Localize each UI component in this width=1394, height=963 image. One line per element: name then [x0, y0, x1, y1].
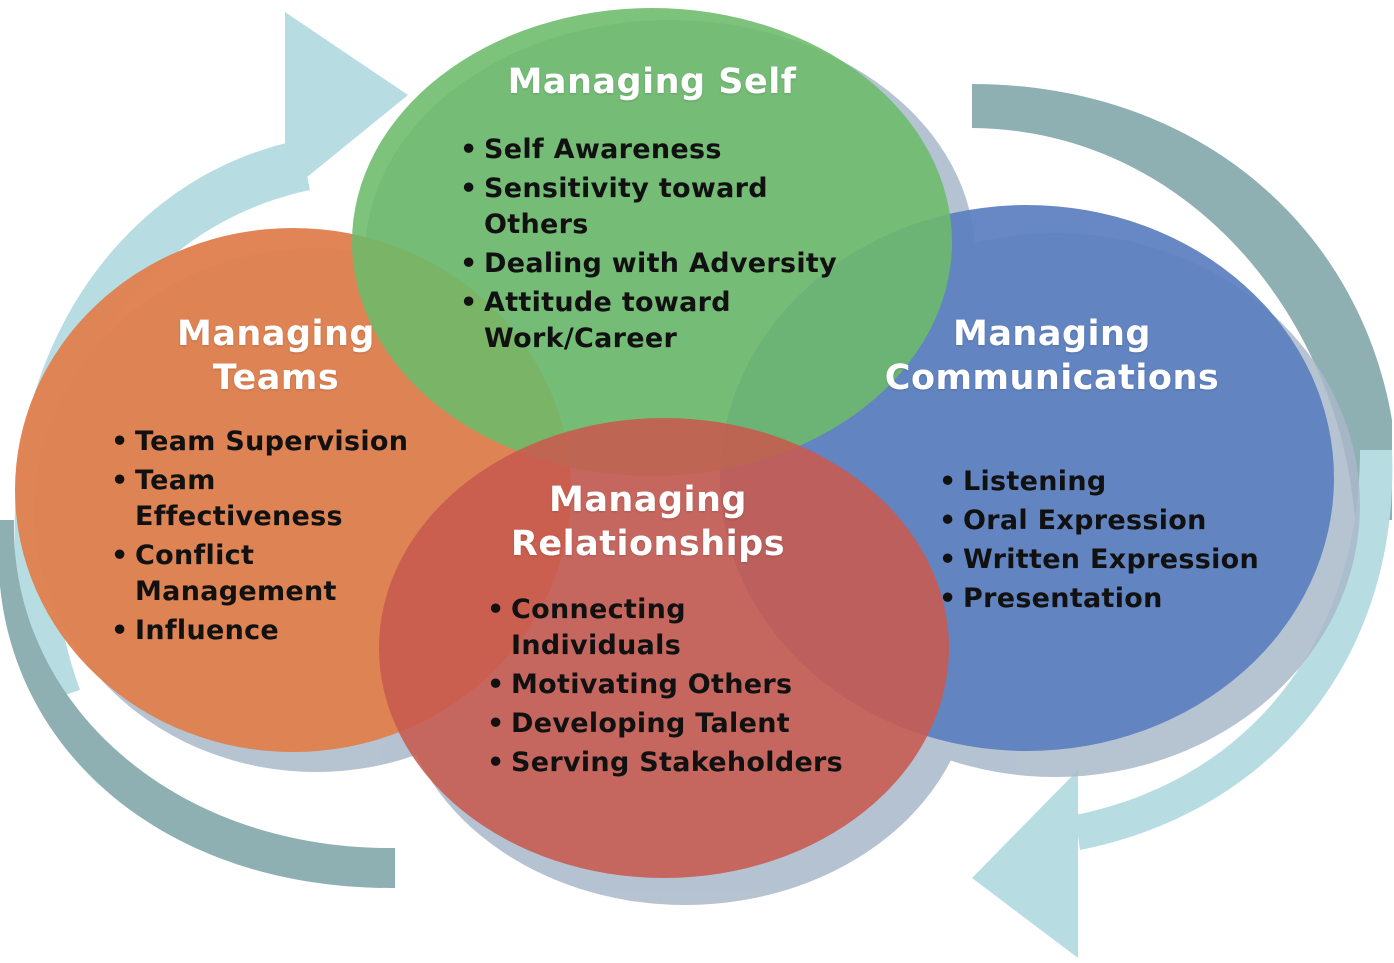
arrow-top-left-head: [285, 12, 408, 195]
list-managing-communications: Listening Oral Expression Written Expres…: [937, 464, 1297, 620]
title-line: Managing: [548, 480, 747, 520]
title-line: Teams: [212, 358, 340, 398]
title-managing-self: Managing Self: [507, 62, 797, 102]
list-item: Dealing with Adversity: [458, 246, 878, 282]
arrow-top-left-body: [14, 140, 311, 700]
list-item: Serving Stakeholders: [485, 745, 865, 781]
title-managing-teams: Managing Teams: [126, 312, 426, 400]
list-item: Connecting Individuals: [485, 592, 741, 664]
arrow-bottom-right-body: [1075, 450, 1393, 850]
title-line: Managing: [176, 314, 375, 354]
list-managing-relationships: Connecting Individuals Motivating Others…: [485, 592, 865, 784]
list-item: Conflict Management: [109, 538, 375, 610]
title-managing-communications: Managing Communications: [852, 312, 1252, 400]
list-item: Sensitivity toward Others: [458, 171, 814, 243]
title-managing-relationships: Managing Relationships: [448, 478, 848, 566]
title-line: Communications: [884, 358, 1220, 398]
title-line: Relationships: [510, 524, 786, 564]
title-line: Managing: [952, 314, 1151, 354]
arrow-bottom-left-body: [0, 520, 395, 889]
list-item: Developing Talent: [485, 706, 865, 742]
list-item: Team Supervision: [109, 424, 449, 460]
list-item: Self Awareness: [458, 132, 878, 168]
list-item: Attitude toward Work/Career: [458, 285, 784, 357]
arrow-bottom-right-head: [972, 770, 1078, 958]
list-item: Influence: [109, 613, 449, 649]
list-item: Written Expression: [937, 542, 1297, 578]
list-item: Motivating Others: [485, 667, 865, 703]
list-item: Oral Expression: [937, 503, 1297, 539]
list-item: Team Effectiveness: [109, 463, 355, 535]
list-managing-teams: Team Supervision Team Effectiveness Conf…: [109, 424, 449, 652]
list-item: Listening: [937, 464, 1297, 500]
list-item: Presentation: [937, 581, 1297, 617]
list-managing-self: Self Awareness Sensitivity toward Others…: [458, 132, 878, 360]
